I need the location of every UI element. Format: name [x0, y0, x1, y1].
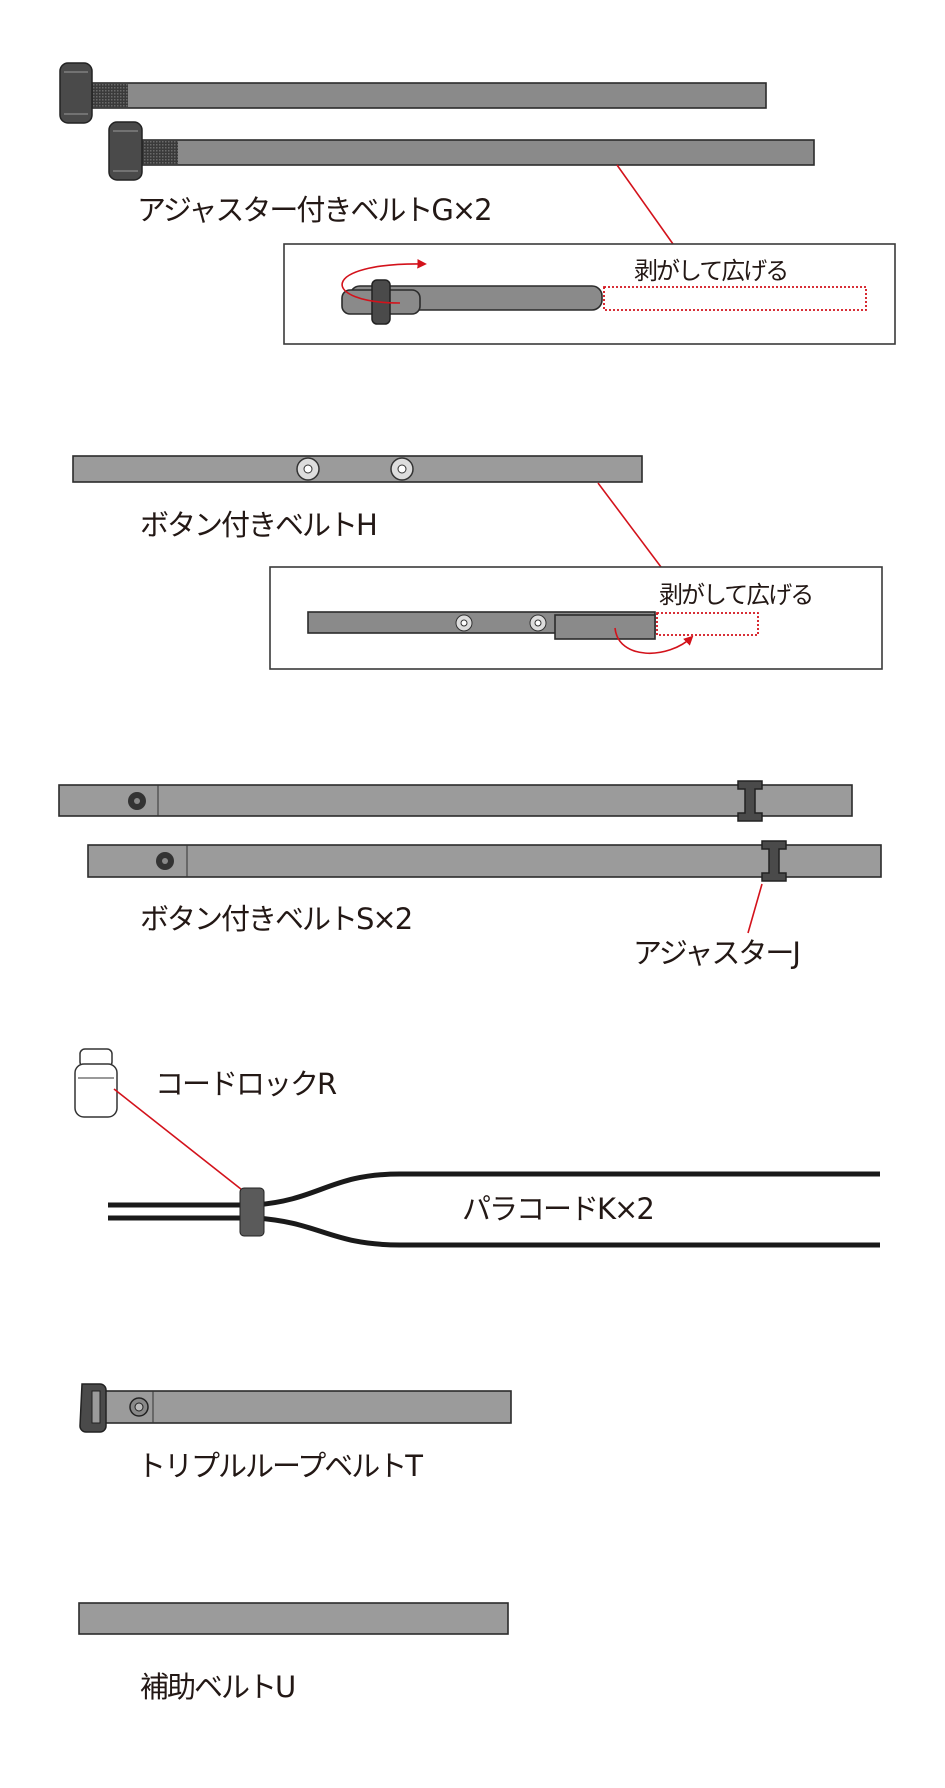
- peel-arrow-icon: [614, 627, 694, 655]
- callout-line: [113, 1088, 252, 1198]
- callout-line: [597, 482, 662, 568]
- cord-lock-r: [74, 1048, 118, 1118]
- belt-h-label: ボタン付きベルトH: [140, 508, 376, 542]
- belt-g-inset-note: 剥がして広げる: [634, 257, 787, 285]
- callout-line: [616, 164, 674, 245]
- belt-t: [79, 1383, 512, 1433]
- adjuster-j-icon: [761, 840, 787, 882]
- belt-g-2: [108, 121, 815, 181]
- adjuster-j-label: アジャスターJ: [633, 936, 799, 970]
- belt-u: [78, 1602, 509, 1635]
- adjuster-j-icon: [737, 780, 763, 822]
- belt-s-2: [87, 840, 882, 882]
- adjuster-buckle-icon: [59, 62, 93, 124]
- belt-t-label: トリプルループベルトT: [137, 1449, 423, 1483]
- belt-h-inset-note: 剥がして広げる: [659, 581, 812, 609]
- paracord-k: [108, 1171, 880, 1248]
- velcro-patch: [138, 141, 178, 164]
- belt-u-label: 補助ベルトU: [140, 1670, 294, 1704]
- belt-h: [72, 455, 643, 483]
- belt-g-label: アジャスター付きベルトG×2: [137, 193, 491, 227]
- belt-s-label: ボタン付きベルトS×2: [140, 902, 411, 936]
- belt-g-1: [59, 62, 767, 124]
- adjuster-buckle-icon: [108, 121, 143, 181]
- belt-g-inset: 剥がして広げる: [283, 243, 896, 345]
- belt-s-1: [58, 780, 853, 822]
- paracord-label: パラコードK×2: [462, 1192, 653, 1226]
- cord-lock-label: コードロックR: [155, 1067, 337, 1101]
- peel-arrow-icon: [341, 259, 427, 304]
- callout-line: [747, 883, 763, 934]
- belt-h-inset: 剥がして広げる: [269, 566, 883, 670]
- cord-lock-on-cord-icon: [239, 1187, 265, 1237]
- velcro-patch: [88, 84, 128, 107]
